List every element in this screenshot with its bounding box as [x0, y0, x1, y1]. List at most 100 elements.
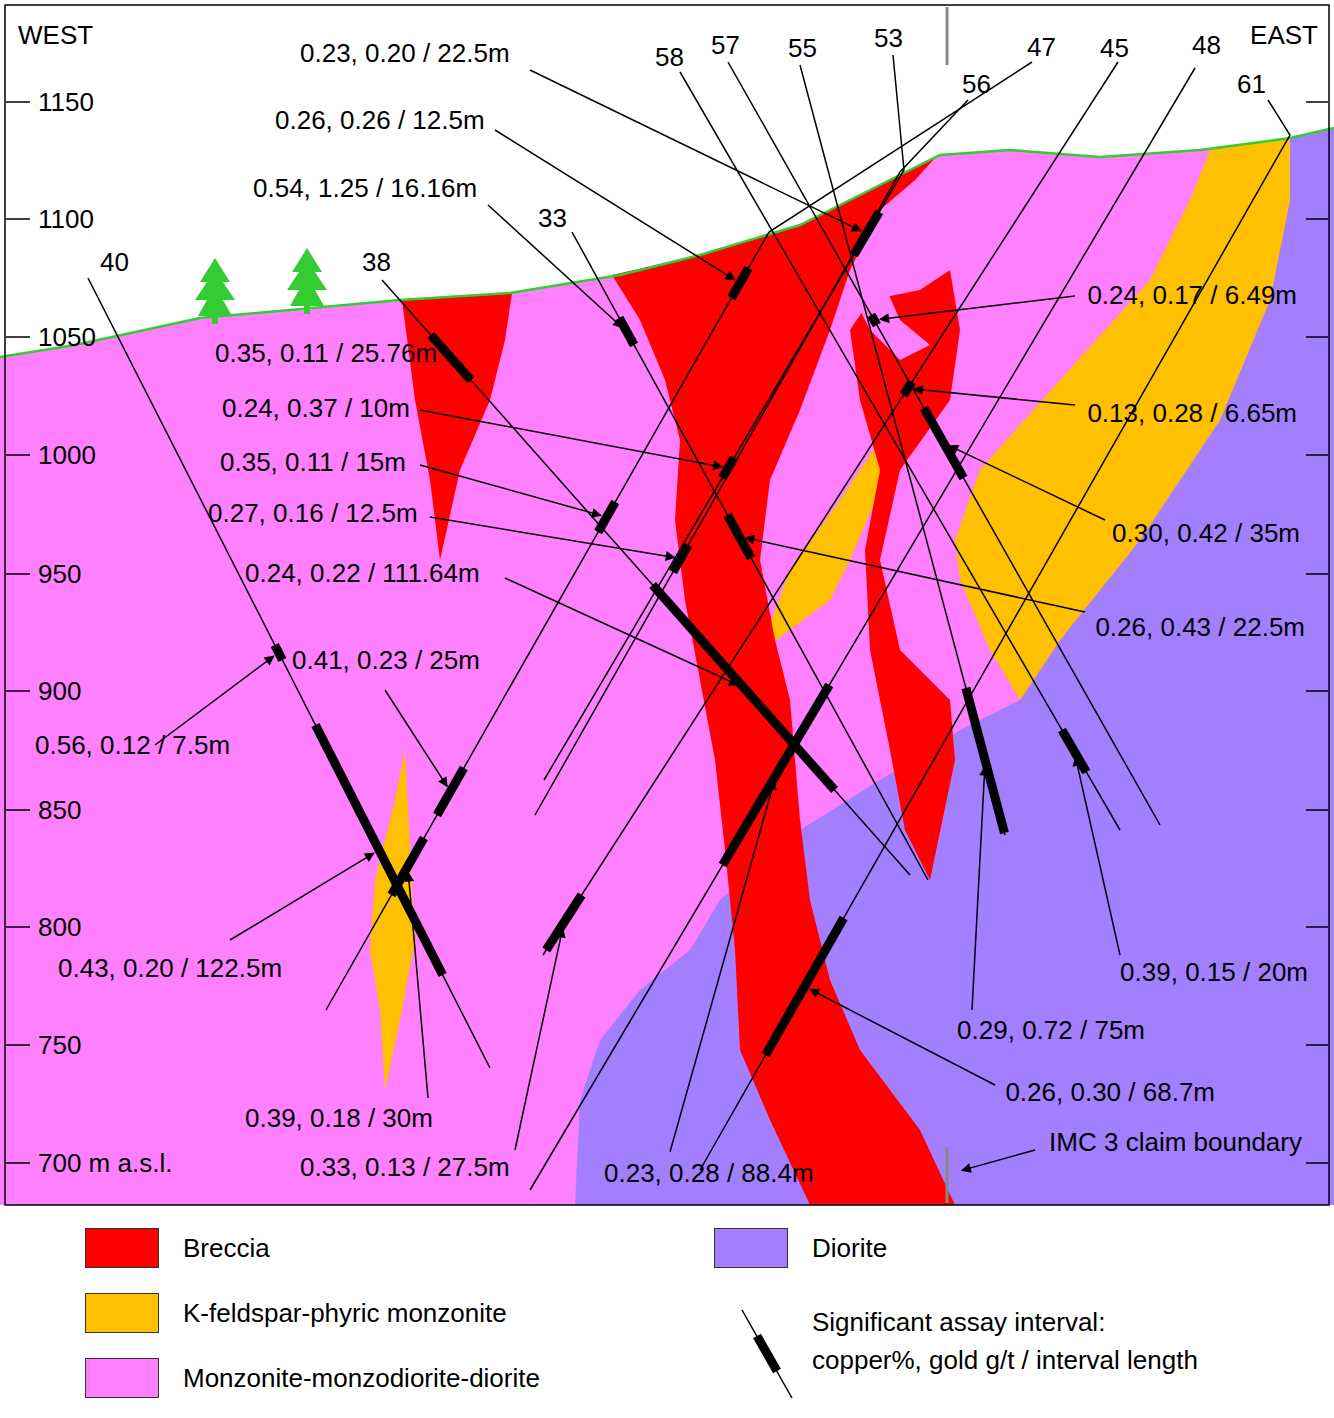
assay-interval — [315, 725, 442, 975]
legend-text: Monzonite-monzodiorite-diorite — [183, 1359, 540, 1397]
compass-label: EAST — [1250, 20, 1318, 50]
diorite-body — [575, 128, 1334, 1205]
elevation-ticks — [6, 102, 1328, 1163]
tick — [6, 1044, 30, 1046]
assay-label: 0.35, 0.11 / 25.76m — [215, 338, 437, 368]
elevation-label: 1050 — [38, 322, 96, 352]
tick — [1306, 1044, 1328, 1046]
hole-number: 45 — [1100, 33, 1129, 63]
tick — [6, 336, 30, 338]
tick — [1306, 926, 1328, 928]
assay-label: 0.27, 0.16 / 12.5m — [208, 498, 418, 528]
hole-number: 57 — [711, 30, 740, 60]
elevation-label: 900 — [38, 676, 81, 706]
assay-interval — [437, 768, 464, 815]
hole-number: 56 — [962, 69, 991, 99]
assay-label: 0.26, 0.43 / 22.5m — [1095, 612, 1305, 642]
tick — [6, 690, 30, 692]
leader-arrow — [914, 389, 1075, 405]
tick — [6, 1162, 30, 1164]
hole-number: 40 — [100, 247, 129, 277]
assay-interval — [766, 918, 844, 1055]
drill-hole — [572, 232, 928, 880]
leader-arrow — [745, 538, 1085, 612]
assay-interval — [673, 545, 688, 572]
drill-hole — [680, 72, 1120, 830]
assay-label: 0.24, 0.22 / 111.64m — [245, 558, 480, 588]
hole-number: 33 — [538, 203, 567, 233]
legend-swatch — [85, 1228, 159, 1268]
tick — [6, 454, 30, 456]
assay-label: 0.43, 0.20 / 122.5m — [58, 953, 282, 983]
assay-interval — [653, 585, 835, 790]
tick — [1306, 690, 1328, 692]
assay-interval — [722, 458, 734, 478]
ground-surface — [0, 128, 1334, 357]
tick — [1306, 454, 1328, 456]
claim-boundary — [946, 7, 949, 65]
boundary-note: IMC 3 claim boundary — [1049, 1127, 1302, 1157]
leader-arrow — [880, 296, 1075, 319]
elevation-label: 1100 — [38, 204, 94, 234]
assay-interval — [966, 688, 1005, 833]
assay-label: 0.13, 0.28 / 6.65m — [1087, 398, 1297, 428]
leader-arrow — [420, 465, 601, 515]
leader-arrow — [972, 766, 985, 1010]
assay-label: 0.39, 0.18 / 30m — [245, 1103, 433, 1133]
tick — [6, 218, 30, 220]
leader-arrow — [1075, 757, 1120, 955]
assay-label: 0.30, 0.42 / 35m — [1112, 518, 1300, 548]
assay-interval — [854, 212, 879, 255]
legend-swatch — [85, 1358, 159, 1398]
drill-hole — [535, 100, 968, 815]
breccia-branch — [850, 270, 960, 880]
host-rock — [0, 128, 1334, 1205]
assay-interval — [924, 408, 964, 478]
tick — [1306, 336, 1328, 338]
legend-swatch — [714, 1228, 788, 1268]
hole-number: 61 — [1237, 69, 1266, 99]
drill-hole — [88, 278, 490, 1068]
assay-label: 0.29, 0.72 / 75m — [957, 1015, 1145, 1045]
leader-arrow — [962, 1150, 1035, 1170]
leader-arrow — [230, 853, 374, 940]
assay-interval — [727, 515, 751, 558]
leader-arrow — [949, 446, 1105, 520]
tick — [1306, 809, 1328, 811]
breccia-wedge — [402, 293, 512, 560]
assay-interval — [904, 382, 912, 395]
leader-arrow — [408, 872, 428, 1098]
leader-arrow — [505, 578, 738, 685]
hole-number: 58 — [655, 42, 684, 72]
tree-symbol — [195, 248, 327, 324]
assay-label: 0.33, 0.13 / 27.5m — [300, 1152, 510, 1182]
leader-arrow — [430, 517, 675, 558]
legend-hole-sample — [742, 1310, 792, 1398]
tick — [6, 809, 30, 811]
assay-interval — [391, 838, 423, 895]
legend-text: Diorite — [812, 1229, 887, 1267]
legend-text: Breccia — [183, 1229, 270, 1267]
hole-number: 47 — [1027, 32, 1056, 62]
leader-arrow — [420, 410, 722, 467]
compass-label: WEST — [18, 20, 93, 50]
assay-interval — [598, 502, 615, 532]
legend-text: K-feldspar-phyric monzonite — [183, 1294, 507, 1332]
hole-number: 48 — [1192, 30, 1221, 60]
elevation-label: 750 — [38, 1030, 81, 1060]
drill-hole — [543, 62, 1118, 955]
assay-label: 0.26, 0.30 / 68.7m — [1005, 1077, 1215, 1107]
assay-interval — [619, 318, 634, 345]
assay-interval — [731, 268, 748, 298]
tick — [1306, 218, 1328, 220]
hole-number: 55 — [788, 33, 817, 63]
tick — [1306, 1162, 1328, 1164]
tick — [6, 101, 30, 103]
assay-label: 0.24, 0.17 / 6.49m — [1087, 280, 1297, 310]
drill-hole — [530, 68, 1195, 1190]
assay-label: 0.35, 0.11 / 15m — [220, 447, 406, 477]
legend-text: Significant assay interval: copper%, gol… — [812, 1303, 1212, 1379]
drill-hole — [800, 65, 1005, 835]
